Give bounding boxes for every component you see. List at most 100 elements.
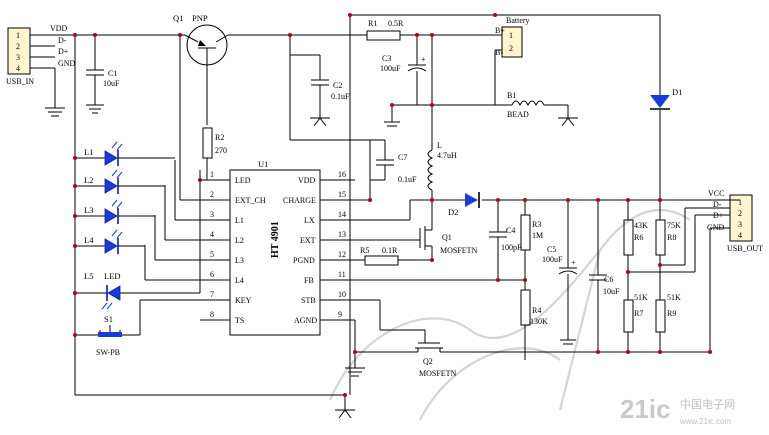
usb-out-pin-2: 2 — [738, 209, 742, 218]
led-array: L1 L2 L3 L4 — [75, 141, 175, 254]
pnp-transistor-q1: Q1 PNP — [173, 13, 229, 125]
battery-signal-bminus: B- — [495, 48, 503, 57]
capacitor-c1: C1 10uF — [86, 35, 120, 114]
ic-u1: U1 HT 4901 LED EXT_CH L1 L2 L3 L4 KEY TS… — [200, 159, 355, 336]
b1-value: BEAD — [507, 110, 529, 119]
q1-pnp-ref: Q1 — [173, 13, 183, 23]
ic-pin-num-11: 11 — [338, 270, 346, 279]
r7-value: 51K — [634, 293, 648, 302]
c4-ref: C4 — [506, 226, 515, 235]
ic-pin-num-4: 4 — [210, 230, 214, 239]
c3-value: 100uF — [380, 64, 401, 73]
ic-pin-num-16: 16 — [338, 170, 346, 179]
r5-value: 0.1R — [382, 246, 398, 255]
usb-in-pin-2: 2 — [16, 42, 20, 51]
c3-ref: C3 — [382, 54, 391, 63]
r5-ref: R5 — [360, 246, 369, 255]
usb-out-signal-dminus: D- — [713, 200, 722, 209]
usb-in-pin-3: 3 — [16, 53, 20, 62]
ic-ref: U1 — [258, 159, 268, 169]
s1-type: SW-PB — [96, 348, 120, 357]
battery-pin-2: 2 — [509, 44, 513, 53]
usb-out-pin-4: 4 — [738, 231, 742, 240]
usb-out-label: USB_OUT — [727, 244, 763, 253]
d2-ref: D2 — [448, 207, 458, 217]
c6-value: 10uF — [603, 287, 620, 296]
diode-d1: D1 — [650, 87, 682, 110]
c7-value: 0.1uF — [398, 175, 417, 184]
watermark-url: www.21ic.com — [679, 417, 731, 426]
s1-ref: S1 — [104, 314, 113, 324]
led-l2-icon — [104, 178, 118, 194]
ic-pin-fb: FB — [304, 276, 314, 285]
watermark: 21ic 中国电子网 www.21ic.com — [328, 208, 735, 426]
watermark-site: 中国电子网 — [680, 398, 735, 411]
led-l4-ref: L4 — [84, 235, 94, 245]
battery-pin-1: 1 — [509, 31, 513, 40]
r3-ref: R3 — [532, 220, 541, 229]
c2-ref: C2 — [333, 81, 342, 90]
capacitor-c2: C2 0.1uF — [289, 35, 350, 127]
battery-label: Battery — [506, 16, 530, 25]
c5-value: 100uF — [542, 255, 563, 264]
battery-connector: 1 2 Battery B+ B- — [494, 16, 530, 105]
c7-ref: C7 — [398, 153, 407, 162]
ic-pin-led: LED — [235, 176, 251, 185]
output-node — [355, 199, 740, 221]
ic-pin-vdd: VDD — [298, 176, 316, 185]
usb-in-signal-gnd: GND — [58, 59, 76, 68]
ic-pin-num-8: 8 — [210, 310, 214, 319]
ic-pin-num-9: 9 — [338, 310, 342, 319]
ic-pin-num-7: 7 — [210, 290, 214, 299]
usb-in-signal-vdd: VDD — [50, 24, 68, 33]
q1-mos-ref: Q1 — [442, 233, 452, 242]
r7-ref: R7 — [634, 309, 643, 318]
c6-ref: C6 — [604, 275, 613, 284]
r8-ref: R8 — [667, 233, 676, 242]
ic-pin-num-15: 15 — [338, 190, 346, 199]
r1-value: 0.5R — [388, 19, 404, 28]
ic-pin-stb: STB — [301, 296, 316, 305]
c1-ref: C1 — [108, 69, 117, 78]
ic-pin-num-3: 3 — [210, 210, 214, 219]
vdd-rail — [58, 34, 495, 396]
ic-pin-lx: LX — [304, 216, 315, 225]
r6-value: 43K — [634, 221, 648, 230]
ic-pin-l4: L4 — [235, 276, 244, 285]
usb-out-connector: 1 2 3 4 USB_OUT VCC D- D+ GND — [707, 189, 763, 253]
resistor-r2: R2 270 — [202, 127, 227, 181]
led-l1-icon — [104, 150, 118, 166]
svg-text:+: + — [421, 55, 426, 64]
r9-ref: R9 — [667, 309, 676, 318]
usb-in-label: USB_IN — [6, 77, 34, 86]
resistor-r5: R5 0.1R — [355, 246, 432, 266]
resistor-r3-body — [520, 214, 531, 251]
resistor-r1: R1 0.5R — [366, 19, 404, 41]
usb-out-body — [729, 194, 753, 242]
capacitor-c7: C7 0.1uF — [289, 55, 417, 201]
r1-ref: R1 — [368, 19, 377, 28]
mosfet-q2: Q2 MOSFETN — [355, 299, 525, 378]
usb-in-pin-1: 1 — [16, 31, 20, 40]
q2-mos-type: MOSFETN — [419, 369, 457, 378]
ic-pin-agnd: AGND — [294, 316, 317, 325]
resistor-r6-body — [623, 219, 634, 256]
ic-pin-l1: L1 — [235, 216, 244, 225]
resistor-r8-body — [655, 219, 666, 256]
right-rail — [349, 14, 661, 395]
ic-pin-l2: L2 — [235, 236, 244, 245]
led-l2-ref: L2 — [84, 175, 93, 185]
r9-value: 51K — [667, 293, 681, 302]
ic-pin-ts: TS — [235, 316, 244, 325]
usb-out-signal-vcc: VCC — [708, 189, 724, 198]
r4-value: 130K — [530, 317, 548, 326]
ic-pin-num-2: 2 — [210, 190, 214, 199]
c1-value: 10uF — [103, 79, 120, 88]
ic-pin-key: KEY — [235, 296, 252, 305]
usb-out-pin-1: 1 — [738, 198, 742, 207]
usb-in-body — [7, 27, 31, 75]
led-l5-ref: L5 — [84, 271, 93, 281]
diode-d2: D2 — [448, 192, 480, 217]
resistor-r9-body — [655, 299, 666, 333]
d1-ref: D1 — [672, 87, 682, 97]
